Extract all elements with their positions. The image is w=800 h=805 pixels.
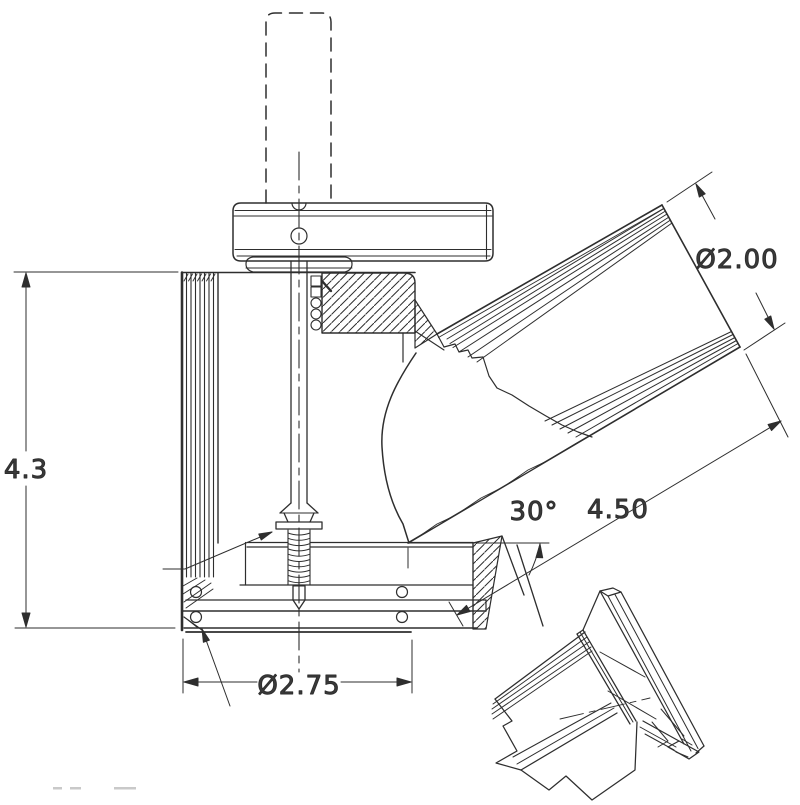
dimension-body-height: 4.3 [3, 271, 179, 629]
faint-print-artifacts [53, 787, 136, 790]
needle-tip [292, 599, 306, 610]
dim-branch-length-text: 4.50 [587, 495, 649, 525]
bottom-cap [182, 535, 544, 633]
valve-body [180, 271, 445, 632]
adjustment-screw-threads [287, 532, 311, 584]
o-ring [189, 585, 203, 599]
pipe-threads-top [446, 208, 673, 363]
handle-top-notch [291, 202, 307, 211]
dimension-outlet-diameter: Ø2.00 [666, 171, 786, 351]
ball-profile [381, 352, 417, 544]
stem-packing [310, 275, 333, 331]
isometric-fitting-view [491, 587, 705, 801]
wall-bottom-wedge [182, 577, 214, 609]
handle-pin-hole [290, 227, 308, 245]
handle [232, 202, 494, 273]
iso-centerline [559, 697, 651, 720]
pipe-threads-bottom [544, 331, 739, 438]
dimension-branch-angle: 30° [407, 497, 558, 576]
spring-washer [275, 521, 323, 530]
iso-break-line [494, 698, 522, 771]
bonnet-cone-section [414, 299, 438, 349]
dim-outlet-diameter-text: Ø2.00 [695, 245, 778, 275]
o-ring [395, 610, 409, 624]
leader-bottom-rim [201, 628, 231, 707]
dimension-body-diameter: Ø2.75 [182, 638, 413, 702]
cap-section-hatch [472, 535, 503, 630]
bonnet-section [321, 272, 416, 334]
o-ring [395, 585, 409, 599]
angled-outlet-pipe [407, 204, 741, 569]
o-ring [189, 610, 203, 624]
leader-washer [162, 531, 273, 570]
dimension-branch-length: 4.50 [448, 353, 789, 627]
thread-slivers [419, 432, 595, 537]
dim-branch-angle-text: 30° [509, 497, 558, 527]
dim-body-height-text: 4.3 [4, 455, 48, 485]
dim-body-diameter-text: Ø2.75 [257, 671, 340, 701]
pipe-break-line [443, 343, 593, 438]
hidden-stem-outline [265, 12, 332, 204]
internal-stem-screw [275, 260, 323, 610]
wall-chamfer-hatch [183, 273, 216, 282]
